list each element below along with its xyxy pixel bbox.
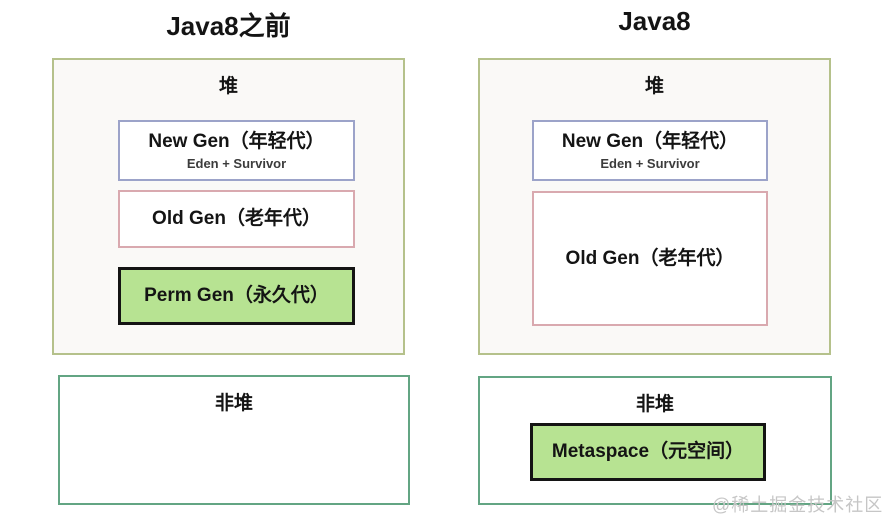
new-gen-box-java8: New Gen（年轻代） Eden + Survivor [532,120,768,181]
heap-box-before: 堆 New Gen（年轻代） Eden + Survivor Old Gen（老… [52,58,405,355]
new-gen-label-java8: New Gen（年轻代） [561,131,739,153]
metaspace-label: Metaspace（元空间） [551,441,745,463]
panel-title-java8: Java8 [618,6,691,36]
perm-gen-label: Perm Gen（永久代） [144,285,329,307]
panel-title-java8-before: Java8之前 [166,11,291,41]
non-heap-label-before: 非堆 [214,393,253,414]
eden-survivor-label-before: Eden + Survivor [186,155,287,171]
heap-label-java8: 堆 [644,76,664,97]
metaspace-box: Metaspace（元空间） [530,423,766,481]
heap-label-before: 堆 [218,76,238,97]
non-heap-label-java8: 非堆 [635,394,674,415]
eden-survivor-label-java8: Eden + Survivor [600,155,700,171]
perm-gen-box: Perm Gen（永久代） [118,267,355,325]
new-gen-box-before: New Gen（年轻代） Eden + Survivor [118,120,355,181]
old-gen-box-java8: Old Gen（老年代） [532,191,768,326]
non-heap-box-java8: 非堆 Metaspace（元空间） [478,376,832,505]
new-gen-label-before: New Gen（年轻代） [148,131,325,153]
watermark: @稀土掘金技术社区 [712,495,884,515]
heap-box-java8: 堆 New Gen（年轻代） Eden + Survivor Old Gen（老… [478,58,831,355]
old-gen-label-before: Old Gen（老年代） [152,208,321,230]
old-gen-box-before: Old Gen（老年代） [118,190,355,248]
non-heap-box-before: 非堆 [58,375,410,505]
old-gen-label-java8: Old Gen（老年代） [565,247,735,269]
